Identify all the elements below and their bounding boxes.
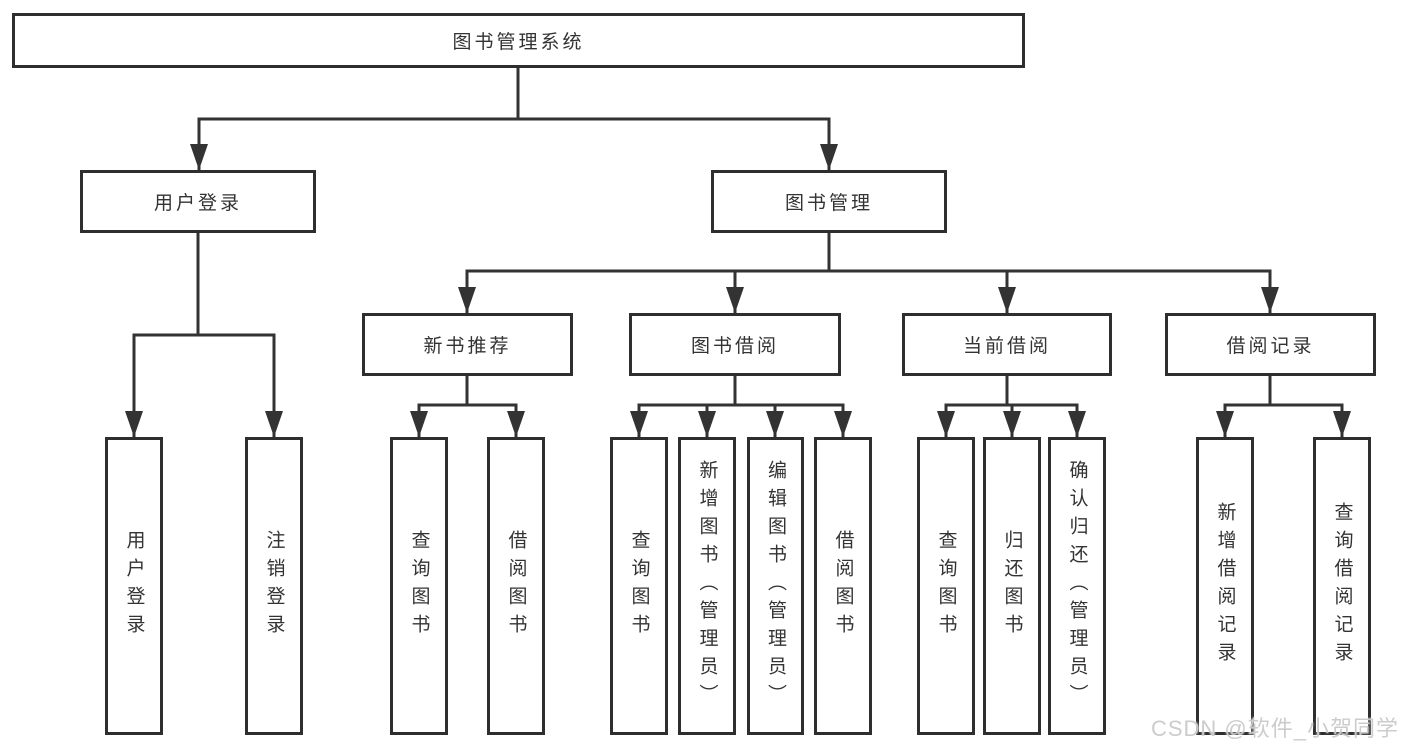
node-label: 借阅图书 bbox=[832, 530, 854, 642]
node-book-management: 图书管理 bbox=[711, 170, 947, 233]
node-label: 借阅图书 bbox=[505, 530, 527, 642]
node-label: 当前借阅 bbox=[962, 336, 1051, 357]
leaf-borrow-edit-book-admin: 编辑图书（管理员） bbox=[747, 437, 804, 735]
node-label: 归还图书 bbox=[1001, 530, 1023, 642]
node-label: 用户登录 bbox=[123, 530, 145, 642]
node-label: 图书管理 bbox=[784, 193, 873, 214]
node-label: 图书借阅 bbox=[690, 336, 779, 357]
leaf-user-login: 用户登录 bbox=[105, 437, 163, 735]
leaf-current-confirm-return-admin: 确认归还（管理员） bbox=[1048, 437, 1106, 735]
node-borrow-record: 借阅记录 bbox=[1165, 313, 1376, 376]
leaf-record-query-borrow-record: 查询借阅记录 bbox=[1313, 437, 1371, 735]
node-label: 借阅记录 bbox=[1226, 336, 1315, 357]
node-label: 注销登录 bbox=[263, 530, 285, 642]
node-label: 确认归还（管理员） bbox=[1066, 460, 1088, 712]
node-new-book-recommend: 新书推荐 bbox=[362, 313, 573, 376]
node-label: 查询图书 bbox=[628, 530, 650, 642]
node-root: 图书管理系统 bbox=[12, 13, 1025, 68]
leaf-logout: 注销登录 bbox=[245, 437, 303, 735]
node-label: 查询借阅记录 bbox=[1331, 502, 1353, 670]
leaf-current-query-book: 查询图书 bbox=[917, 437, 975, 735]
node-label: 新增图书（管理员） bbox=[696, 460, 718, 712]
node-label: 编辑图书（管理员） bbox=[765, 460, 786, 712]
leaf-record-add-borrow-record: 新增借阅记录 bbox=[1196, 437, 1254, 735]
leaf-newbook-query-book: 查询图书 bbox=[390, 437, 448, 735]
node-label: 用户登录 bbox=[153, 193, 242, 214]
node-label: 查询图书 bbox=[935, 530, 957, 642]
leaf-current-return-book: 归还图书 bbox=[983, 437, 1041, 735]
node-label: 图书管理系统 bbox=[452, 32, 585, 53]
node-label: 查询图书 bbox=[408, 530, 430, 642]
leaf-borrow-query-book: 查询图书 bbox=[610, 437, 668, 735]
leaf-newbook-borrow-book: 借阅图书 bbox=[487, 437, 545, 735]
leaf-borrow-add-book-admin: 新增图书（管理员） bbox=[678, 437, 736, 735]
node-user-login: 用户登录 bbox=[80, 170, 316, 233]
node-book-borrow: 图书借阅 bbox=[629, 313, 841, 376]
node-label: 新增借阅记录 bbox=[1214, 502, 1236, 670]
csdn-watermark: CSDN @软件_小贺同学 bbox=[1150, 716, 1399, 741]
leaf-borrow-borrow-book: 借阅图书 bbox=[814, 437, 872, 735]
node-current-borrow: 当前借阅 bbox=[902, 313, 1112, 376]
node-label: 新书推荐 bbox=[423, 336, 512, 357]
